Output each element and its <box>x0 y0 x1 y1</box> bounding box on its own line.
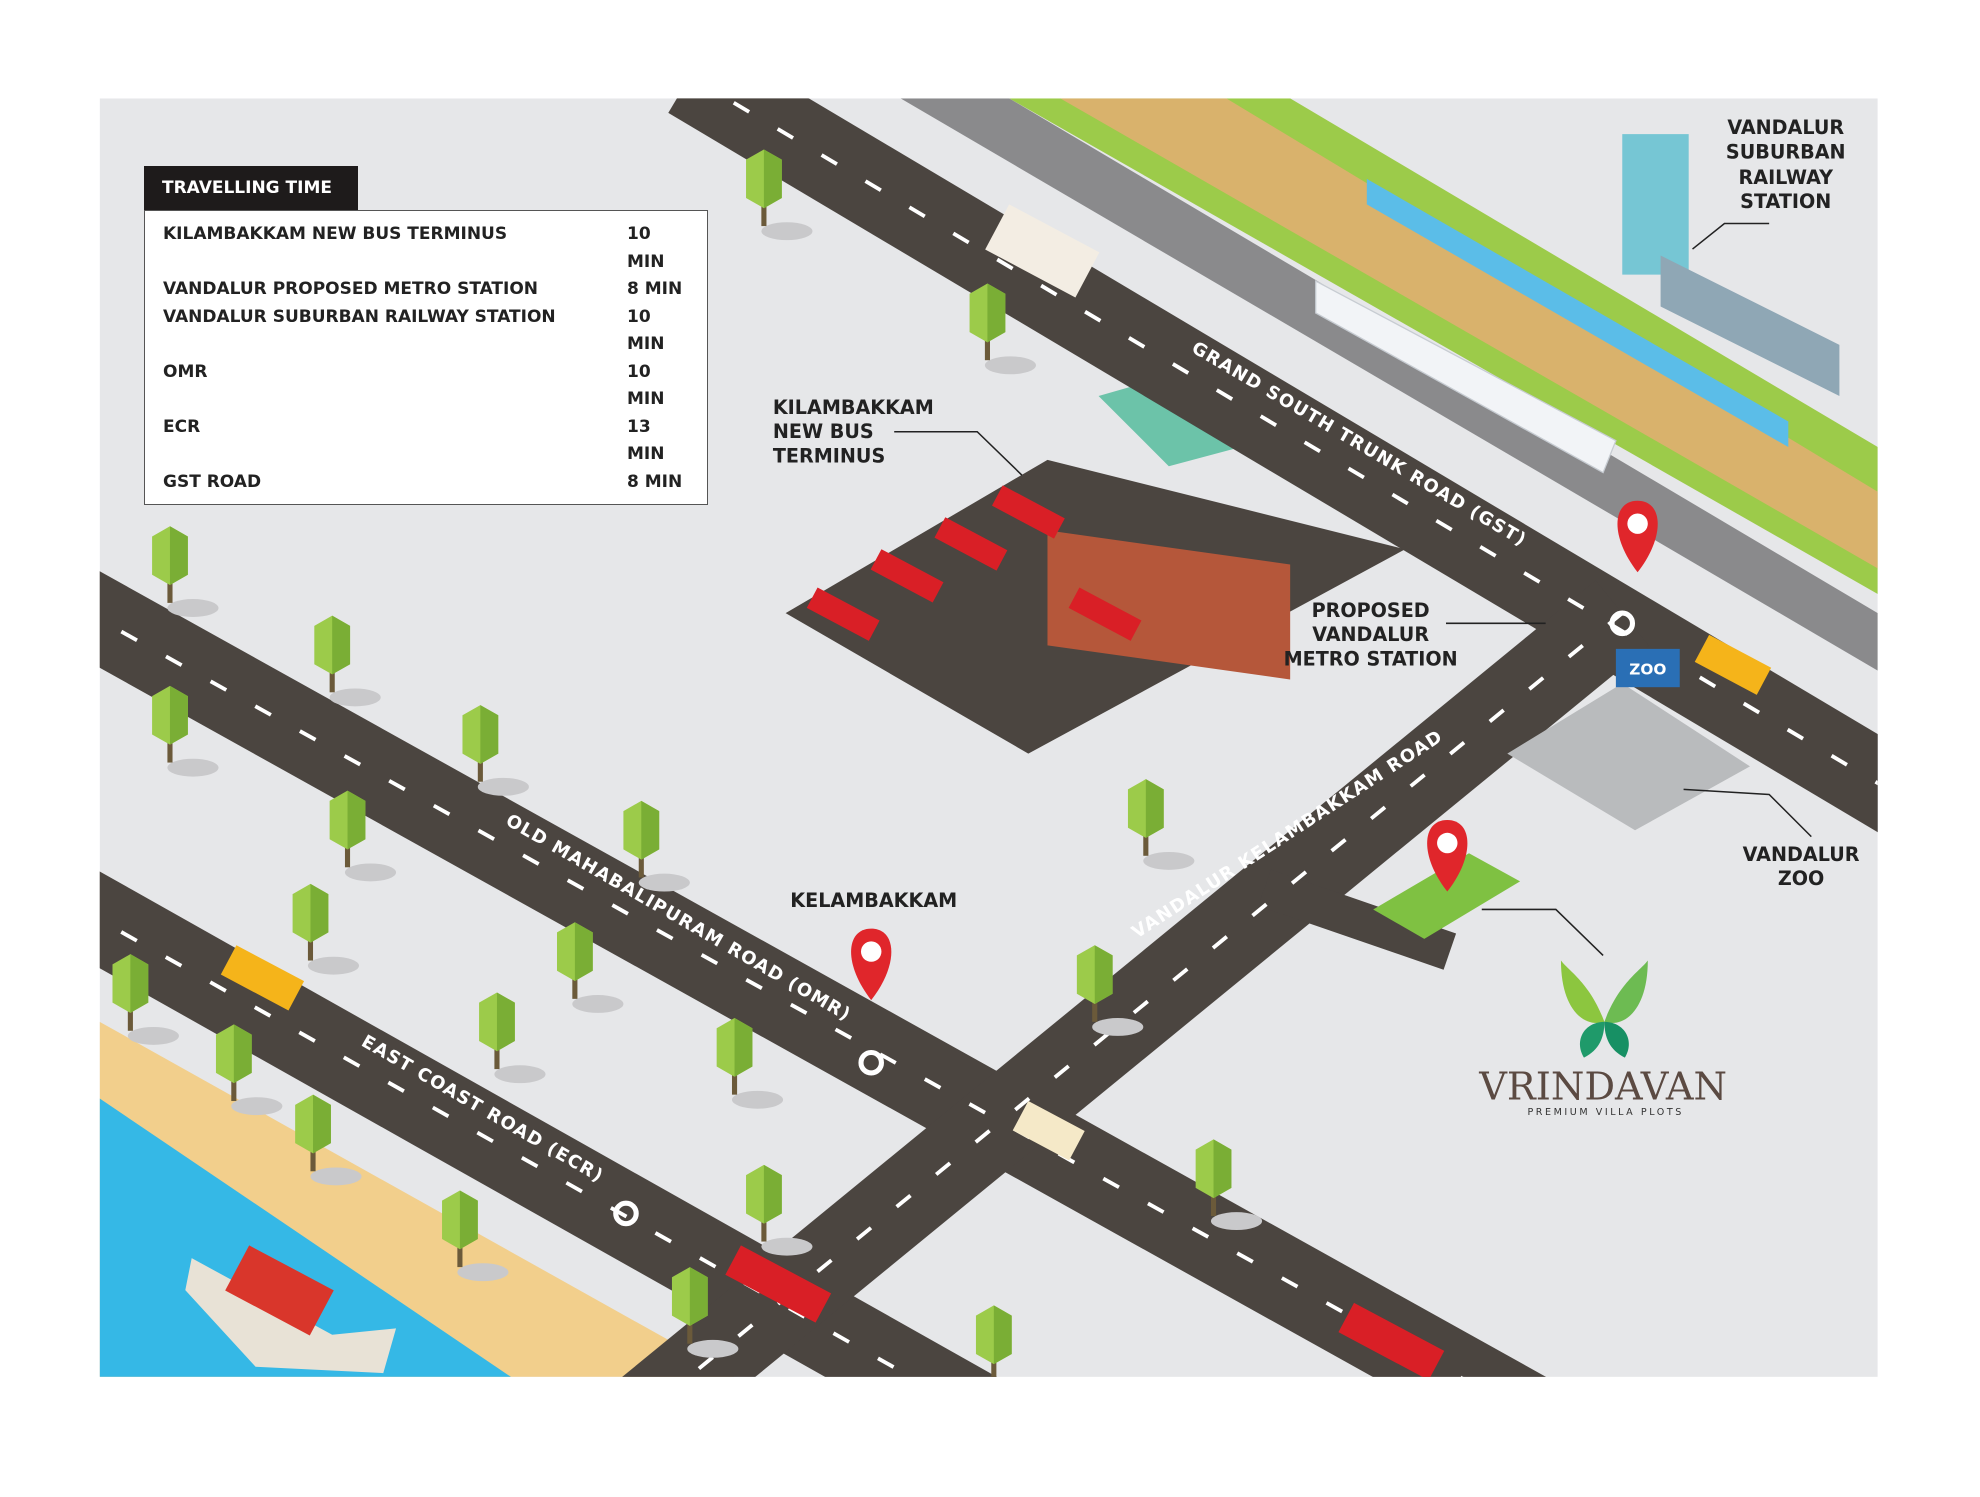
buses <box>725 485 1445 1377</box>
label-bus-terminus: KILAMBAKKAM NEW BUS TERMINUS <box>773 396 934 468</box>
truck <box>220 945 305 1011</box>
svg-text:METRO STATION: METRO STATION <box>1284 647 1458 670</box>
callout-lines <box>894 222 1812 956</box>
svg-text:STATION: STATION <box>1740 190 1831 213</box>
vrindavan-logo: VRINDAVAN PREMIUM VILLA PLOTS <box>1478 960 1727 1118</box>
svg-text:VANDALUR: VANDALUR <box>1743 843 1860 866</box>
truck-container <box>985 204 1100 298</box>
svg-text:ZOO: ZOO <box>1778 867 1824 890</box>
label-zoo: VANDALUR ZOO <box>1743 843 1860 890</box>
railway-station-building <box>1660 255 1840 396</box>
svg-text:NEW BUS: NEW BUS <box>773 420 874 443</box>
logo-tagline: PREMIUM VILLA PLOTS <box>1527 1107 1683 1118</box>
svg-text:RAILWAY: RAILWAY <box>1739 166 1835 189</box>
logo-name: VRINDAVAN <box>1478 1065 1727 1110</box>
zoo-sign: ZOO <box>1629 660 1666 678</box>
svg-text:SUBURBAN: SUBURBAN <box>1726 140 1846 163</box>
road-branch <box>1258 869 1457 970</box>
svg-text:KILAMBAKKAM: KILAMBAKKAM <box>773 396 934 419</box>
svg-text:VANDALUR: VANDALUR <box>1727 116 1844 139</box>
travelling-time-table: TRAVELLING TIME KILAMBAKKAM NEW BUS TERM… <box>144 166 708 505</box>
train-metro <box>1315 279 1617 474</box>
label-metro-station: PROPOSED VANDALUR METRO STATION <box>1284 599 1458 671</box>
railway-station-tower <box>1622 134 1689 275</box>
bus-terminus-building <box>1047 530 1291 680</box>
junction-markers <box>613 610 1636 1227</box>
table-title: TRAVELLING TIME <box>144 166 358 210</box>
svg-text:VANDALUR: VANDALUR <box>1312 623 1429 646</box>
van <box>1012 1101 1085 1161</box>
label-railway-station: VANDALUR SUBURBAN RAILWAY STATION <box>1726 116 1846 213</box>
railway-track <box>1060 98 1878 569</box>
label-kelambakkam: KELAMBAKKAM <box>790 889 957 912</box>
vrindavan-plot <box>1373 853 1521 939</box>
train-suburban <box>1366 178 1789 448</box>
svg-text:TERMINUS: TERMINUS <box>773 444 885 467</box>
zoo-area <box>1507 683 1750 831</box>
truck-gst <box>1694 634 1772 695</box>
svg-text:PROPOSED: PROPOSED <box>1312 599 1430 622</box>
